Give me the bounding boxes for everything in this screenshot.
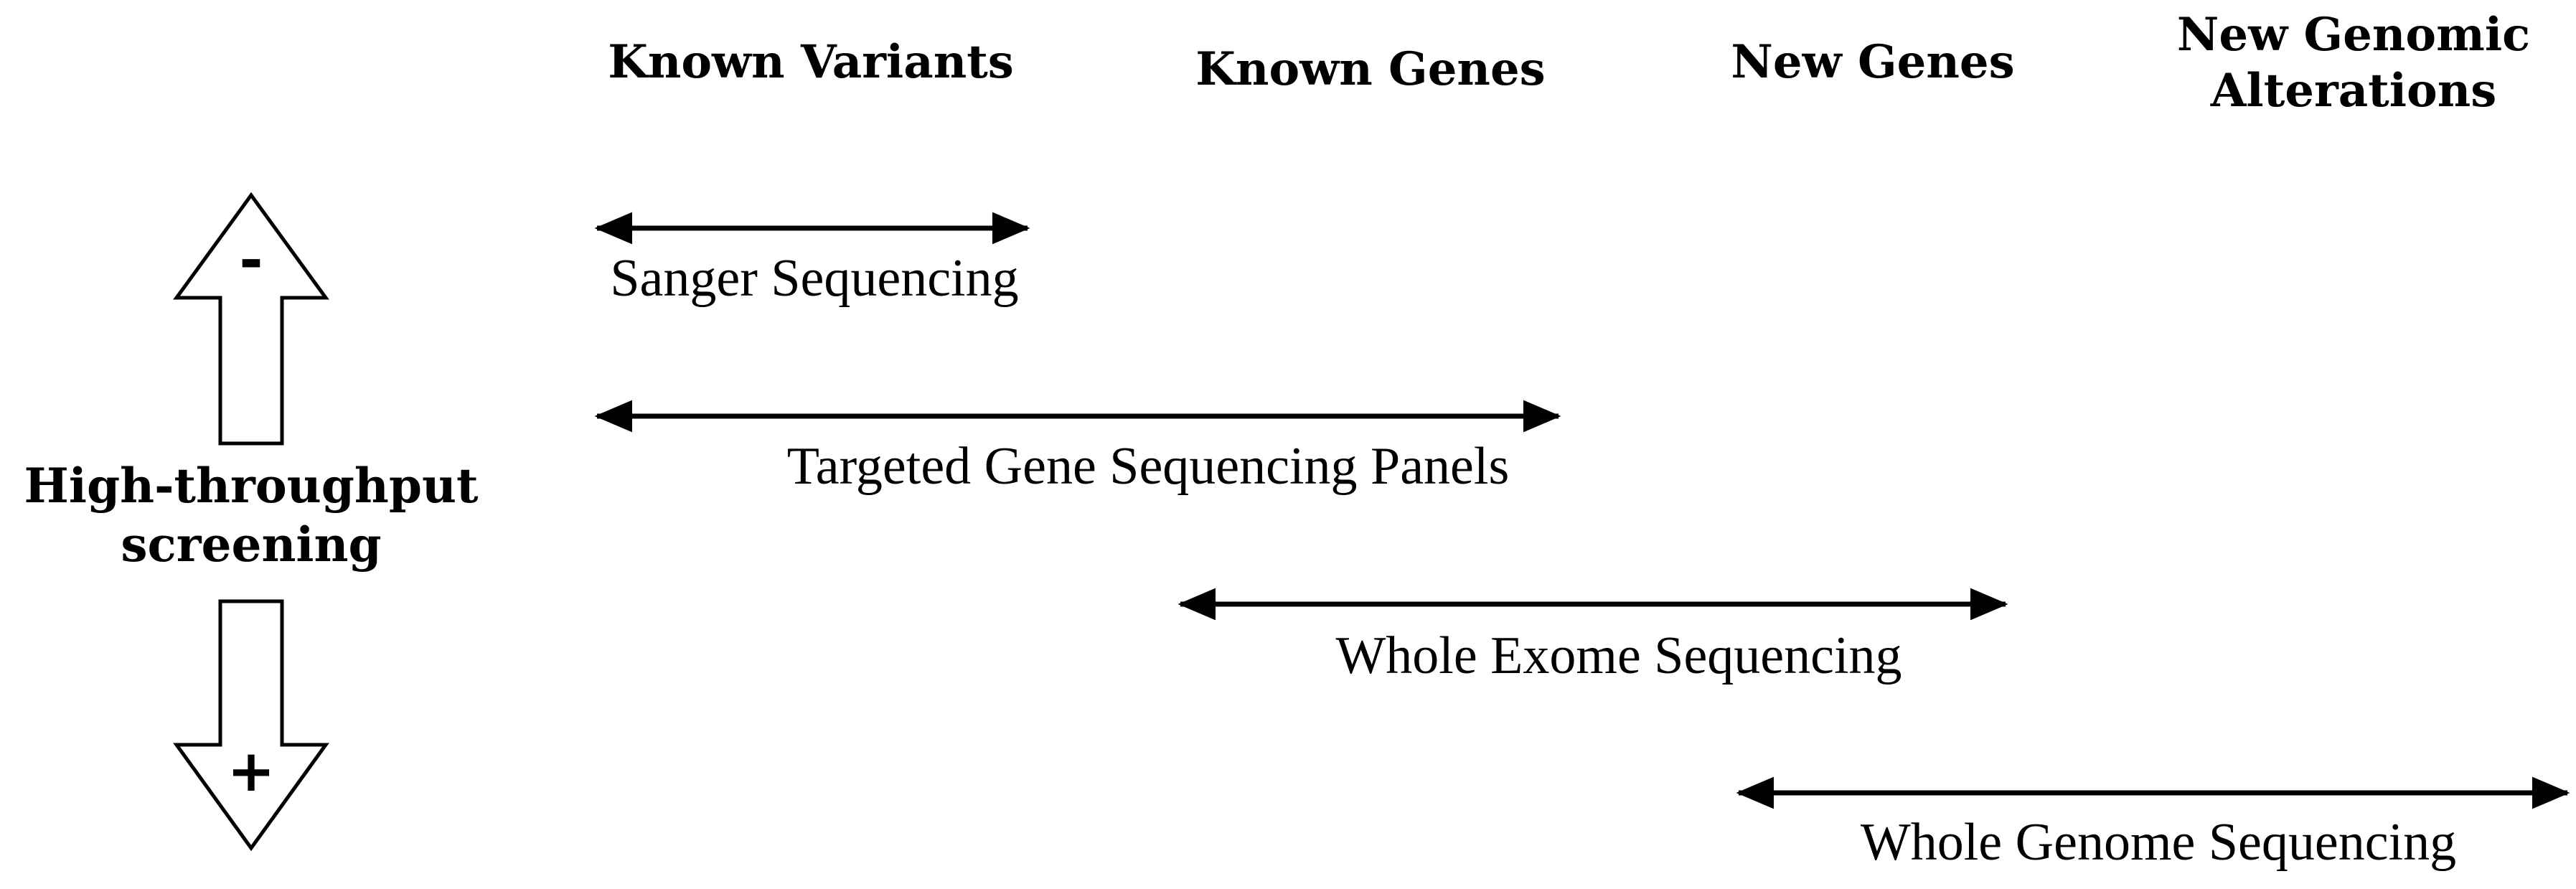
column-header-line-2: Alterations: [2210, 64, 2497, 118]
axis-label-line-2: screening: [121, 517, 382, 573]
column-header-new-genomic-alterations: New Genomic Alterations: [2102, 7, 2576, 119]
axis-label: High-throughput screening: [7, 456, 495, 574]
column-header-known-variants: Known Variants: [608, 35, 1014, 89]
plus-sign: +: [227, 738, 276, 804]
up-block-arrow: [173, 192, 329, 446]
down-block-arrow: [173, 599, 329, 852]
technique-label-whole-exome: Whole Exome Sequencing: [1335, 626, 1902, 685]
technique-label-targeted-panels: Targeted Gene Sequencing Panels: [786, 437, 1510, 496]
column-header-line-1: New Genomic: [2176, 8, 2531, 62]
technique-label-sanger: Sanger Sequencing: [610, 249, 1019, 308]
minus-sign: -: [239, 227, 263, 293]
axis-label-line-1: High-throughput: [24, 458, 479, 514]
technique-label-whole-genome: Whole Genome Sequencing: [1860, 813, 2457, 872]
column-header-new-genes: New Genes: [1731, 35, 2015, 89]
column-header-known-genes: Known Genes: [1195, 42, 1546, 96]
